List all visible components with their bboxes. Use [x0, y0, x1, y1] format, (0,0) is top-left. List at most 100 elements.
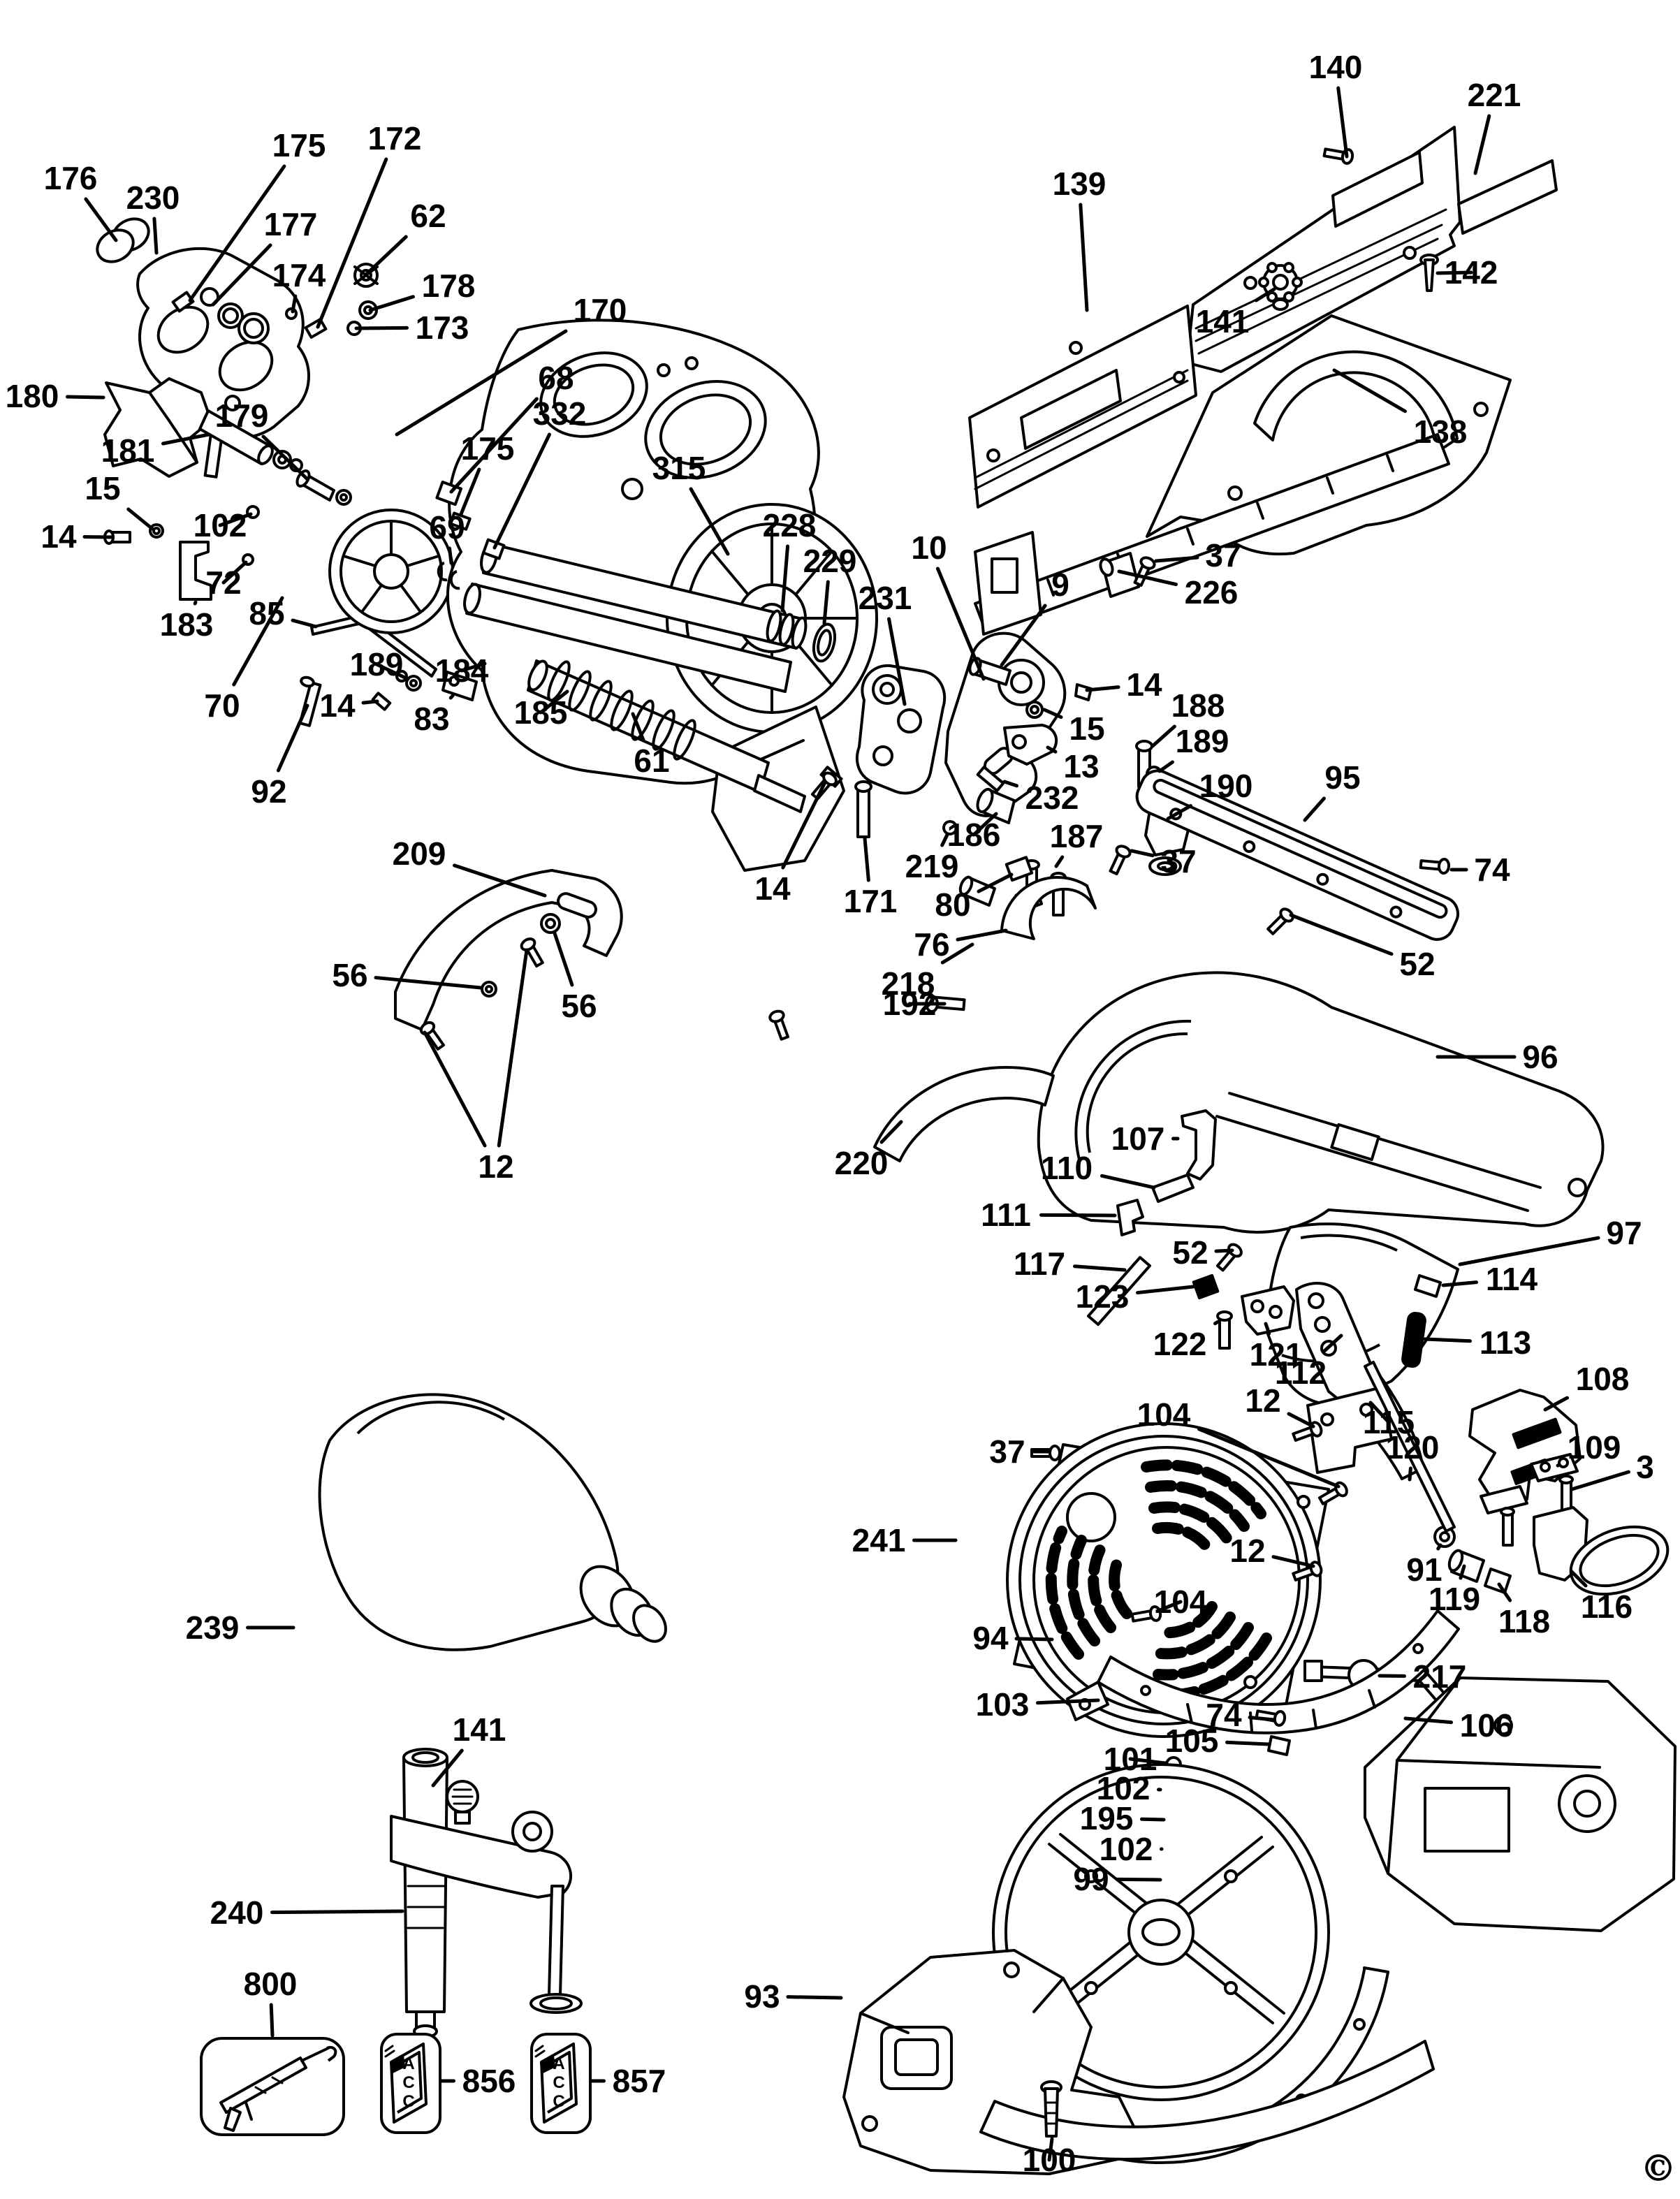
- part-line-art: [244, 2101, 253, 2121]
- part-line-art: [1386, 454, 1394, 472]
- leader-line-123: [1136, 1285, 1195, 1295]
- part-line-art: [657, 363, 671, 377]
- part-label-179: 179: [215, 397, 269, 434]
- leader-line-92: [276, 703, 309, 773]
- part-line-art: [791, 616, 808, 650]
- part-line-art: [520, 937, 536, 951]
- part-line-art: [1241, 1285, 1295, 1336]
- part-line-art: [1314, 1316, 1331, 1333]
- leader-line-139: [1079, 203, 1089, 312]
- leader-line-190: [1166, 804, 1192, 821]
- part-line-art: [384, 2050, 395, 2058]
- part-label-72: 72: [205, 564, 241, 601]
- part-line-art: [454, 1811, 471, 1825]
- leader-line-175: [459, 467, 481, 516]
- leader-line-83: [448, 694, 455, 700]
- leader-line-116: [1570, 1570, 1588, 1588]
- part-line-art: [1258, 277, 1269, 288]
- part-line-art: [394, 869, 623, 1031]
- part-label-231: 231: [859, 580, 912, 616]
- leader-line-175: [188, 164, 286, 302]
- part-line-art: [1115, 845, 1132, 859]
- part-label-175: 175: [461, 430, 515, 467]
- part-line-art: [710, 550, 749, 595]
- part-label-14: 14: [41, 518, 77, 555]
- leader-line-112: [1322, 1334, 1343, 1354]
- part-label-9: 9: [1051, 567, 1069, 603]
- leader-line-100: [1047, 2137, 1054, 2162]
- part-line-art: [1074, 683, 1093, 701]
- part-label-183: 183: [160, 606, 214, 643]
- part-line-art: [872, 745, 893, 766]
- part-line-art: [1249, 1711, 1253, 1732]
- leader-line-174: [291, 294, 298, 314]
- fence-rail-drawing: [968, 126, 1558, 876]
- part-line-art: [411, 1751, 439, 1764]
- part-line-art: [1109, 1552, 1132, 1619]
- part-line-art: [1250, 1299, 1264, 1313]
- part-line-art: [1292, 277, 1303, 288]
- part-label-37: 37: [1205, 537, 1241, 574]
- part-label-123: 123: [1076, 1278, 1130, 1315]
- leader-line-178: [368, 295, 415, 312]
- part-line-art: [1227, 1243, 1243, 1258]
- part-line-art: [1173, 371, 1185, 383]
- leader-lines: [66, 86, 1630, 2162]
- part-label-121: 121: [1250, 1336, 1303, 1373]
- part-line-art: [534, 2050, 546, 2058]
- leader-line-172: [316, 157, 388, 329]
- part-label-221: 221: [1468, 77, 1521, 113]
- part-label-189: 189: [350, 646, 404, 682]
- part-label-103: 103: [976, 1686, 1030, 1723]
- sticker857-drawing: [530, 2033, 592, 2134]
- part-line-art: [545, 918, 556, 929]
- leader-line-61: [631, 712, 645, 742]
- part-label-68: 68: [538, 360, 574, 396]
- part-line-art: [766, 609, 782, 643]
- part-line-art: [448, 675, 460, 687]
- part-label-99: 99: [1073, 1861, 1109, 1897]
- part-label-52: 52: [1172, 1234, 1208, 1271]
- leader-line-10: [935, 567, 986, 681]
- screw-glyph: [1419, 858, 1451, 875]
- part-line-art: [1457, 159, 1558, 235]
- leader-line-184: [460, 662, 487, 673]
- dust-bag239-drawing: [318, 1393, 667, 1651]
- sticker856-drawing: [380, 2033, 441, 2134]
- part-line-art: [1573, 1790, 1601, 1818]
- part-line-art: [1046, 578, 1055, 597]
- part-line-art: [795, 641, 833, 687]
- leader-line-52: [1289, 913, 1394, 956]
- leader-line-181: [161, 432, 211, 446]
- part-label-101: 101: [1104, 1741, 1157, 1777]
- leader-line-218: [940, 942, 974, 965]
- part-line-art: [1228, 1092, 1542, 1189]
- leader-line-37: [1154, 555, 1199, 563]
- part-line-art: [271, 2076, 284, 2084]
- part-label-232: 232: [1025, 780, 1079, 816]
- part-line-art: [1368, 1689, 1376, 1709]
- part-line-art: [179, 541, 212, 601]
- leader-line-188: [1151, 724, 1176, 748]
- part-line-art: [631, 699, 655, 741]
- part-line-art: [1269, 1305, 1283, 1319]
- part-line-art: [1195, 224, 1443, 342]
- part-label-239: 239: [186, 1609, 240, 1646]
- leader-line-118: [1497, 1582, 1512, 1602]
- part-label-119: 119: [1429, 1581, 1480, 1617]
- part-label-176: 176: [44, 160, 98, 196]
- rear-housing-drawing: [1364, 1676, 1677, 1932]
- part-line-art: [1010, 671, 1032, 694]
- screw-glyph: [1130, 1605, 1162, 1623]
- part-label-96: 96: [1522, 1039, 1558, 1075]
- part-line-art: [1153, 1622, 1254, 1681]
- part-line-art: [1308, 1292, 1324, 1309]
- leader-line-141: [1254, 287, 1276, 302]
- part-label-118: 118: [1498, 1603, 1550, 1639]
- part-label-109: 109: [1568, 1429, 1621, 1466]
- acc-sticker-letter: C: [402, 2092, 414, 2111]
- part-label-115: 115: [1363, 1404, 1415, 1440]
- leader-line-99: [1115, 1877, 1162, 1882]
